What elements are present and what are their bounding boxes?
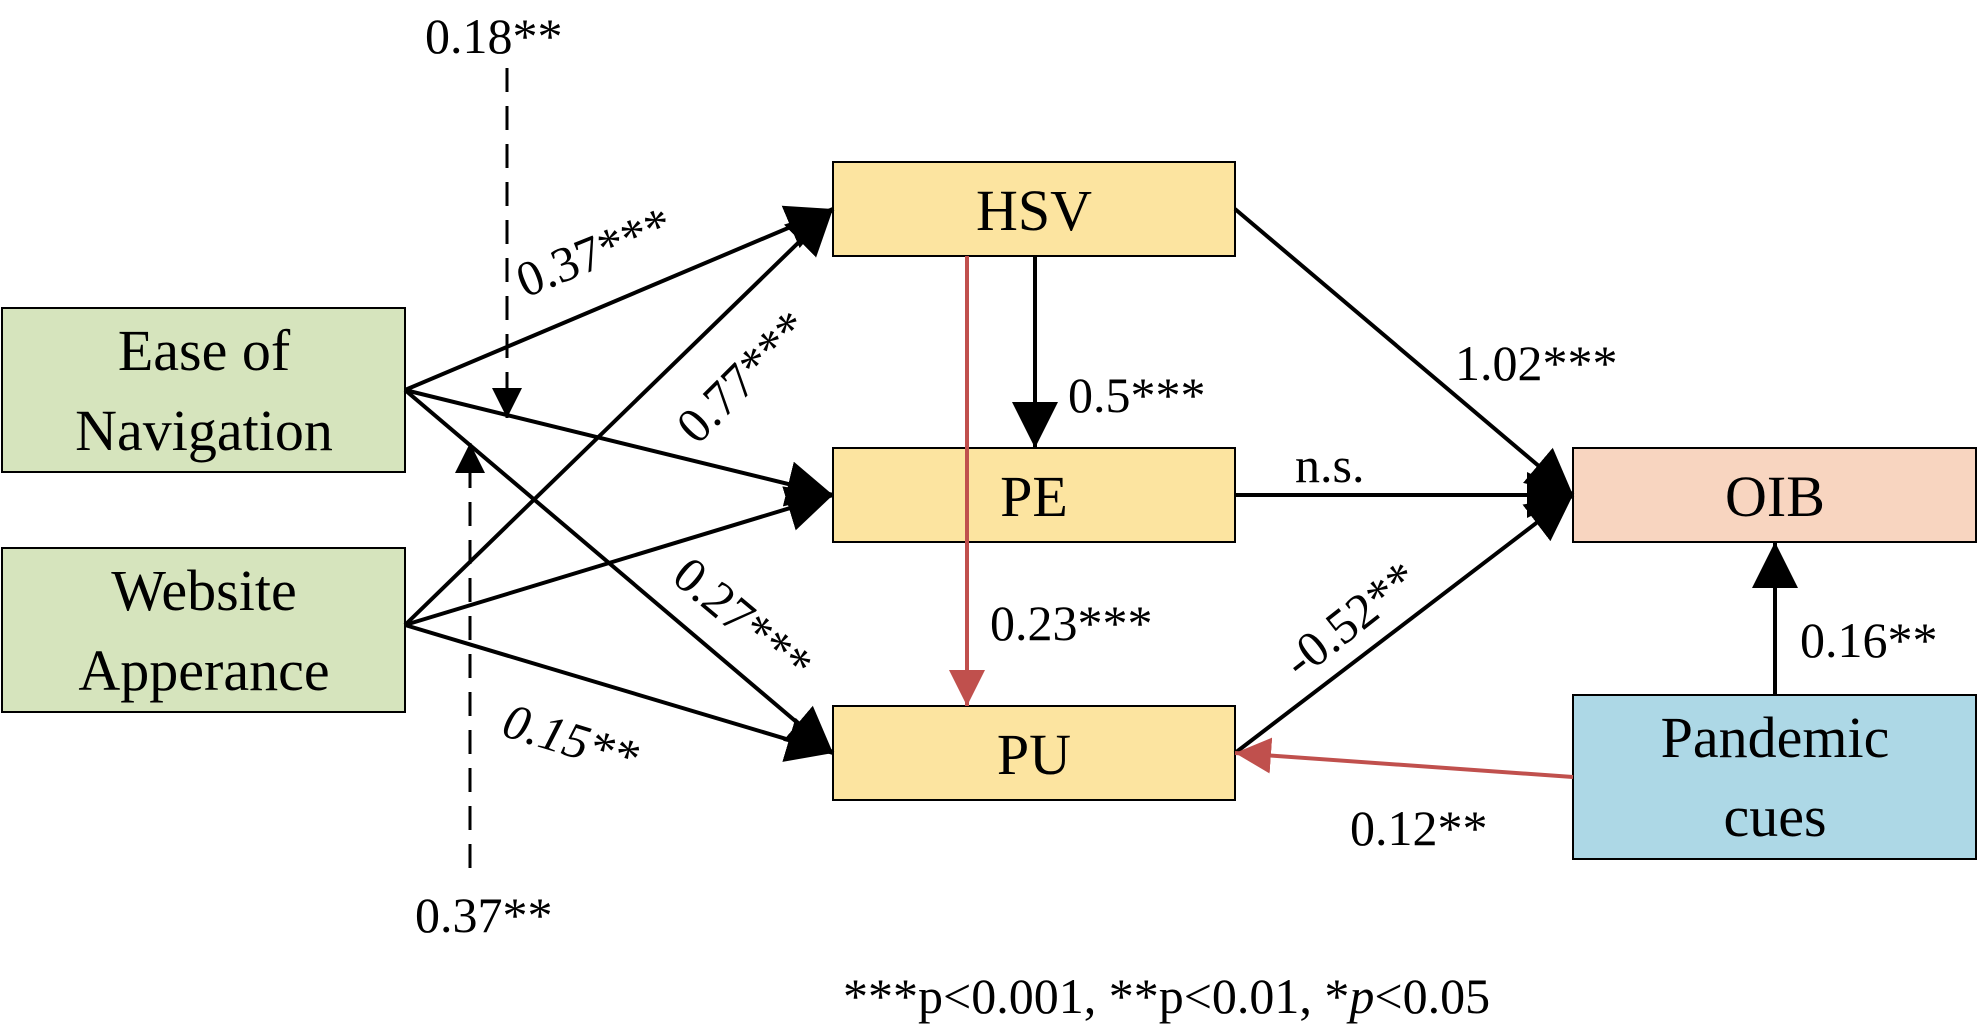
significance-legend: ***p<0.001, **p<0.01, *p<0.05 [843, 968, 1490, 1024]
label-hsv-pu: 0.23*** [990, 595, 1153, 651]
arrow-ease-to-hsv [404, 205, 834, 392]
hsv-box [832, 161, 1236, 257]
pe-box [832, 447, 1236, 543]
label-hsv-oib: 1.02*** [1455, 335, 1618, 391]
oib-label: OIB [1725, 464, 1825, 529]
label-ease-pu: 0.27*** [663, 546, 823, 693]
label-web-pu: 0.15** [497, 692, 645, 786]
label-moderator-bottom: 0.37** [415, 887, 553, 943]
arrow-website-to-pu [404, 623, 834, 762]
hsv-label: HSV [976, 178, 1092, 243]
label-pe-oib: n.s. [1295, 437, 1364, 493]
label-hsv-pe: 0.5*** [1068, 367, 1206, 423]
pu-label: PU [997, 722, 1071, 787]
label-web-hsv: 0.77*** [665, 299, 820, 454]
pu-box [832, 705, 1236, 801]
arrow-ease-to-pe [404, 388, 834, 507]
label-pandemic-oib: 0.16** [1800, 612, 1938, 668]
label-moderator-top: 0.18** [425, 8, 563, 64]
arrow-pu-to-oib [1233, 493, 1575, 755]
website-appearance-box [1, 547, 406, 713]
website-label-line2: Apperance [78, 638, 329, 703]
arrow-hsv-to-oib [1233, 207, 1575, 497]
pandemic-label-line1: Pandemic [1661, 705, 1890, 770]
oib-box [1572, 447, 1977, 543]
ease-label-line1: Ease of [118, 318, 291, 383]
legend-part3: <0.05 [1374, 968, 1490, 1024]
ease-of-navigation-box [1, 307, 406, 473]
pandemic-label-line2: cues [1723, 784, 1826, 849]
arrow-website-to-hsv [403, 207, 835, 627]
pe-label: PE [1000, 464, 1068, 529]
legend-part2: p [1346, 968, 1374, 1024]
label-pandemic-pu: 0.12** [1350, 800, 1488, 856]
label-ease-hsv: 0.37*** [508, 195, 680, 308]
pandemic-cues-box [1572, 694, 1977, 860]
arrow-pandemic-to-pu [1234, 737, 1574, 779]
arrow-website-to-pe [404, 486, 834, 627]
legend-part1: ***p<0.001, **p<0.01, * [843, 968, 1349, 1024]
label-pu-oib: -0.52** [1272, 550, 1428, 689]
ease-label-line2: Navigation [75, 398, 333, 463]
website-label-line1: Website [111, 558, 296, 623]
